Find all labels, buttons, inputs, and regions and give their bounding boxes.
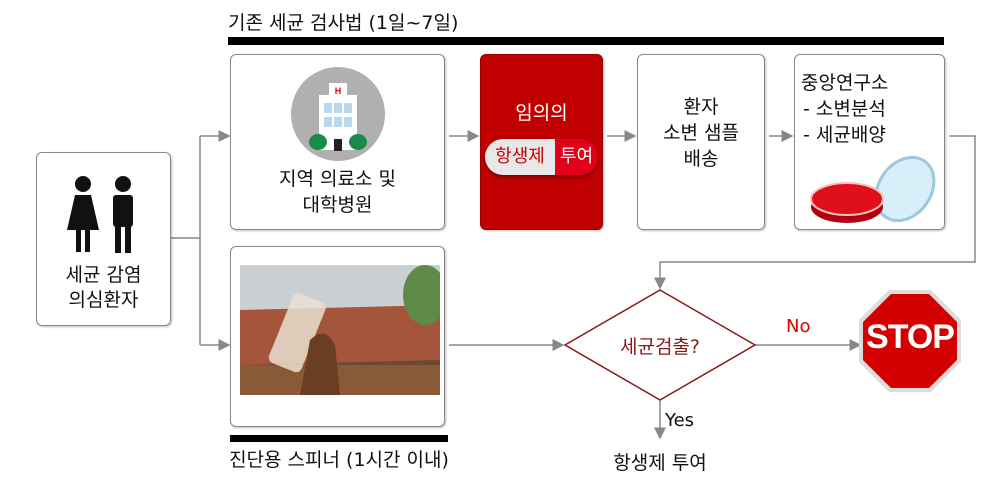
pill-right-label: 투여: [555, 139, 598, 175]
decision-diamond: [563, 289, 757, 401]
antibiotic-label: 임의의: [515, 102, 568, 124]
diagnostic-spinner-photo: [240, 265, 440, 395]
yes-label: Yes: [665, 410, 695, 431]
shipping-label-2: 소변 샘플: [663, 122, 739, 144]
spinner-caption: 진단용 스피너 (1시간 이내): [229, 449, 449, 471]
random-antibiotic-box: 임의의 항생제 투여: [480, 54, 603, 230]
lab-label-2: - 소변분석: [803, 98, 886, 120]
patients-icon: [67, 176, 133, 253]
hospital-box: H 지역 의료소 및 대학병원: [230, 54, 445, 230]
decision-question: 세균검출?: [619, 336, 700, 358]
connector-split: [171, 136, 201, 345]
hospital-icon: H: [291, 67, 385, 161]
hospital-label-1: 지역 의료소 및: [279, 168, 396, 190]
pill-icon: 항생제 투여: [485, 139, 598, 175]
stop-sign-icon: [859, 290, 961, 392]
arrow-lab-to-decision: [654, 135, 976, 290]
yes-result: 항생제 투여: [613, 452, 707, 474]
title-bar: [228, 37, 944, 45]
patient-label-1: 세균 감염: [65, 264, 142, 286]
svg-text:H: H: [335, 86, 342, 96]
spinner-bar: [230, 435, 448, 442]
stop-label: STOP: [866, 318, 955, 356]
patient-box: 세균 감염 의심환자: [36, 152, 171, 326]
shipping-label-3: 배송: [683, 148, 719, 170]
pill-left-label: 항생제: [485, 139, 556, 175]
petri-dish-icon: [810, 155, 936, 223]
conventional-method-title: 기존 세균 검사법 (1일~7일): [228, 12, 459, 34]
no-label: No: [786, 316, 811, 337]
shipping-label-1: 환자: [683, 96, 719, 118]
sample-shipping-box: 환자 소변 샘플 배송: [637, 54, 765, 230]
lab-label-1: 중앙연구소: [801, 72, 889, 94]
lab-label-3: - 세균배양: [803, 124, 886, 146]
spinner-box: [230, 246, 445, 427]
central-lab-box: 중앙연구소 - 소변분석 - 세균배양: [794, 54, 945, 230]
patient-label-2: 의심환자: [68, 289, 139, 311]
hospital-label-2: 대학병원: [302, 194, 373, 216]
